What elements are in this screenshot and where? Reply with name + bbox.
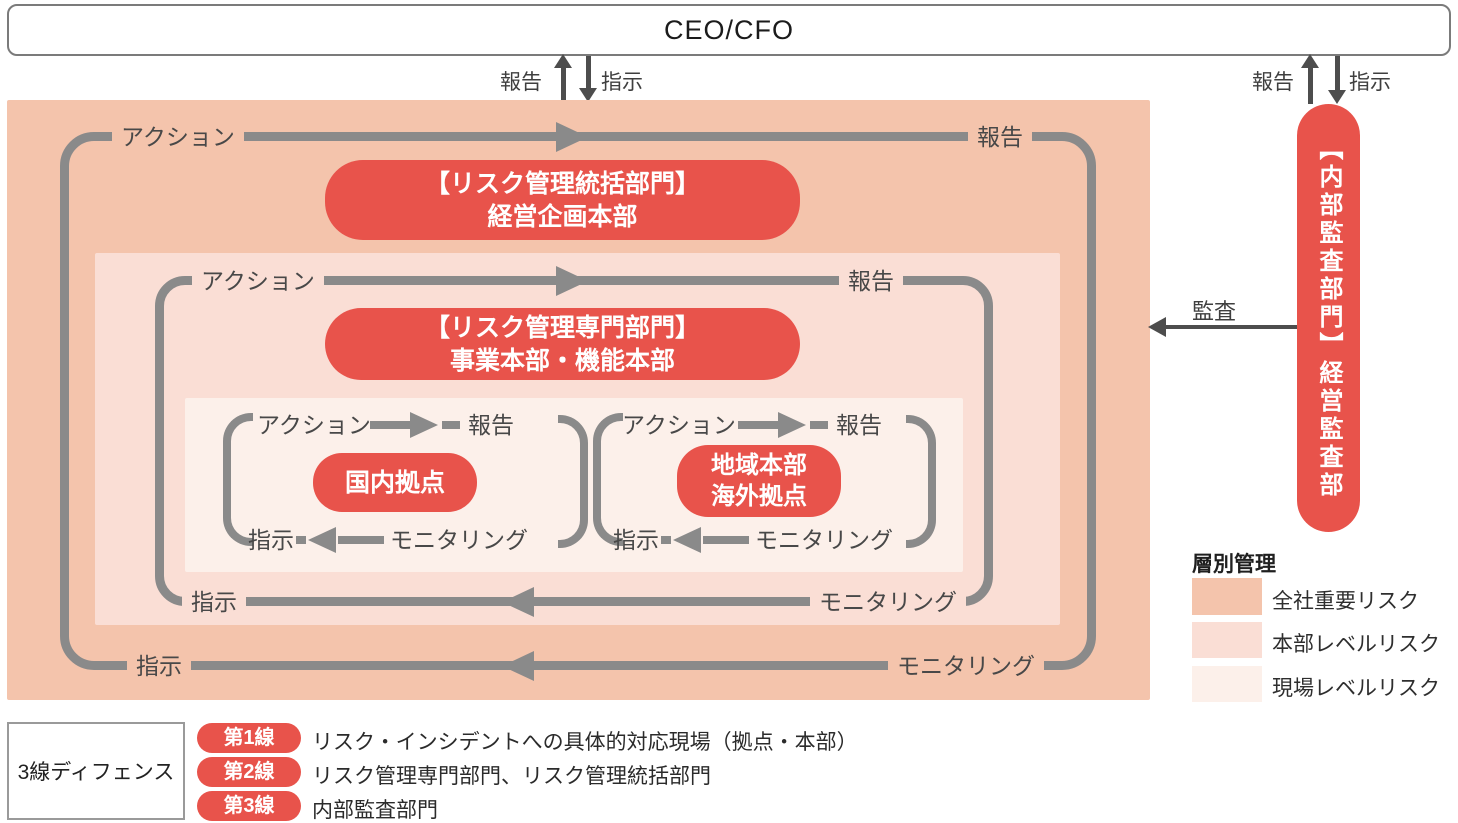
action-label: アクション [192,266,324,296]
report-label: 報告 [836,412,882,438]
arrowhead-right-icon [778,412,806,438]
report-label: 報告 [968,122,1032,152]
ceo-label: CEO/CFO [663,14,794,45]
overseas-sites-box: 地域本部 海外拠点 [677,445,841,517]
report-label: 報告 [500,71,542,94]
arrowhead-left-icon [502,587,534,617]
arrow-line [442,421,460,429]
legend-swatch-company [1192,578,1262,615]
arrow-down-line [586,56,591,90]
defense-text-line3: 内部監査部門 [312,799,438,822]
ceo-box: CEO/CFO [7,4,1451,56]
arrowhead-left-icon [1148,317,1166,337]
defense-badge-line2: 第2線 [197,757,301,787]
legend-item-label: 現場レベルリスク [1272,677,1440,700]
legend-title: 層別管理 [1192,553,1276,576]
monitoring-label: モニタリング [390,527,528,553]
report-label: 報告 [1252,71,1294,94]
report-label: 報告 [839,266,903,296]
arrowhead-left-icon [673,527,701,553]
arrow-line [703,536,749,544]
risk-control-dept-name: 経営企画本部 [487,203,638,231]
arrow-down-icon [1328,90,1346,104]
overseas-sites-label-2: 海外拠点 [711,483,807,510]
action-label: アクション [257,412,371,438]
arrow-line [661,536,671,544]
risk-control-dept-box: 【リスク管理統括部門】 経営企画本部 [325,160,800,240]
arrow-up-line [561,66,566,100]
arrow-up-line [1308,66,1313,104]
risk-specialist-dept-box: 【リスク管理専門部門】 事業本部・機能本部 [325,308,800,380]
arrow-line [370,421,410,429]
bracket-right-icon [558,415,588,548]
risk-specialist-dept-name: 事業本部・機能本部 [449,347,675,375]
legend-swatch-division [1192,622,1262,658]
arrow-up-icon [554,54,572,68]
arrow-up-icon [1301,54,1319,68]
arrow-line [738,421,778,429]
arrow-line [810,421,828,429]
monitoring-label: モニタリング [810,587,966,617]
bracket-left-icon [593,413,623,546]
defense-text-line1: リスク・インシデントへの具体的対応現場（拠点・本部） [312,731,858,754]
arrowhead-right-icon [410,412,438,438]
action-label: アクション [622,412,736,438]
arrow-line [296,536,306,544]
instruct-label: 指示 [182,587,246,617]
defense-title-box: 3線ディフェンス [7,722,185,820]
monitoring-label: モニタリング [888,651,1044,681]
instruct-label: 指示 [127,651,191,681]
arrowhead-right-icon [556,266,588,296]
overseas-sites-label-1: 地域本部 [711,452,807,479]
risk-control-dept-title: 【リスク管理統括部門】 [424,170,700,198]
monitoring-label: モニタリング [755,527,893,553]
action-label: アクション [112,122,244,152]
risk-specialist-dept-title: 【リスク管理専門部門】 [424,314,700,342]
audit-arrow-line [1164,325,1297,329]
report-label: 報告 [468,412,514,438]
defense-text-line2: リスク管理専門部門、リスク管理統括部門 [312,765,711,788]
instruct-label: 指示 [613,527,659,553]
legend-item-label: 本部レベルリスク [1272,633,1440,656]
domestic-sites-box: 国内拠点 [313,453,477,512]
arrow-line [338,536,384,544]
arrow-down-icon [579,88,597,102]
defense-badge-line3: 第3線 [197,791,301,821]
legend-swatch-site [1192,666,1262,702]
domestic-sites-label: 国内拠点 [344,468,445,497]
arrowhead-right-icon [556,122,588,152]
arrowhead-left-icon [502,651,534,681]
arrow-down-line [1335,56,1340,94]
internal-audit-dept-label: 【内部監査部門】経営監査部 [1315,136,1342,500]
bracket-right-icon [906,415,936,548]
instruct-label: 指示 [248,527,294,553]
bracket-left-icon [223,413,253,546]
arrowhead-left-icon [308,527,336,553]
audit-label: 監査 [1192,299,1237,324]
instruct-label: 指示 [601,71,643,94]
defense-badge-line1: 第1線 [197,723,301,753]
instruct-label: 指示 [1349,71,1391,94]
defense-title: 3線ディフェンス [17,761,175,784]
legend-item-label: 全社重要リスク [1272,590,1419,613]
internal-audit-dept-box: 【内部監査部門】経営監査部 [1297,104,1360,532]
